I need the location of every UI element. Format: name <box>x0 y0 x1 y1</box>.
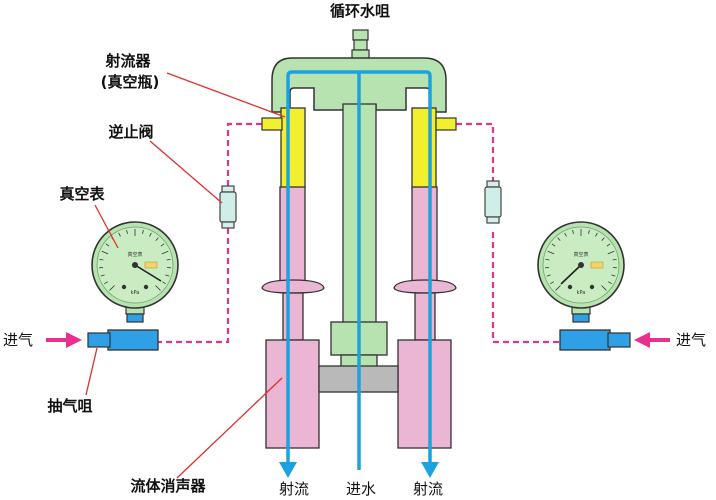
gauge-tick <box>101 250 109 255</box>
label-check-valve: 逆止阀 <box>108 123 154 141</box>
gauge-tick <box>104 281 108 285</box>
label-jet-left: 射流 <box>278 480 310 498</box>
gauge-tick <box>612 258 617 261</box>
label-fluid-silencer: 流体消声器 <box>130 477 206 495</box>
label-jet-right: 射流 <box>412 480 444 498</box>
check-valve-left <box>219 185 237 229</box>
label-ejector-sub: (真空瓶) <box>100 73 160 91</box>
gauge-tick <box>595 232 598 237</box>
gauge-tick <box>165 274 170 277</box>
gauge-tick <box>601 237 605 241</box>
gauge-tick <box>555 285 561 291</box>
gauge-tick <box>109 285 115 291</box>
gauge-tick <box>545 258 550 261</box>
gauge-tick <box>142 229 144 234</box>
vacuum-gauge-left: 真空表 kPa <box>87 221 179 351</box>
gauge-unit-right: kPa <box>577 290 586 296</box>
side-port-right <box>435 117 457 131</box>
gauge-tick <box>550 281 554 285</box>
label-water-in: 进水 <box>345 480 377 498</box>
gauge-tick <box>588 229 590 234</box>
gauge-unit-left: kPa <box>131 290 140 296</box>
gauge-tick <box>100 274 105 277</box>
air-in-arrow-left <box>46 332 82 348</box>
side-port-left <box>261 117 283 131</box>
gauge-tick <box>551 243 556 247</box>
gauge-tick <box>607 250 615 255</box>
gauge-tick <box>546 274 551 277</box>
vacuum-gauge-right: 真空表 kPa <box>537 221 631 351</box>
column-left <box>261 186 325 449</box>
leader-lines <box>85 72 286 479</box>
water-nozzle <box>351 29 370 61</box>
gauge-tick <box>557 237 561 241</box>
label-water-nozzle: 循环水咀 <box>329 2 391 20</box>
gauge-tick <box>155 237 159 241</box>
gauge-tick <box>126 229 128 234</box>
label-suction-nozzle: 抽气咀 <box>47 397 93 415</box>
flow-paths <box>286 70 432 470</box>
gauge-tick <box>611 274 616 277</box>
gauge-tick <box>149 232 152 237</box>
label-air-in-right: 进气 <box>676 331 707 349</box>
gauge-tick <box>166 258 171 261</box>
gauge-tick <box>547 250 555 255</box>
gauge-tick <box>99 258 104 261</box>
gauge-tick <box>601 285 607 291</box>
air-in-arrow-right <box>634 332 670 348</box>
gauge-tick <box>606 243 611 247</box>
gauge-face-title-left: 真空表 <box>127 251 142 258</box>
gauge-tick <box>572 229 574 234</box>
flow-arrowheads <box>279 462 439 478</box>
air-lines <box>158 122 560 344</box>
gauge-tick <box>160 243 165 247</box>
ejector-tube-left <box>280 107 306 189</box>
gauge-face-title-right: 真空表 <box>573 251 588 258</box>
column-right <box>393 186 457 449</box>
check-valve-right <box>484 180 502 224</box>
ejector-tube-right <box>411 107 437 189</box>
gauge-tick <box>564 232 567 237</box>
gauge-tick <box>105 243 110 247</box>
gauge-tick <box>608 281 612 285</box>
gauge-tick <box>161 250 169 255</box>
label-ejector: 射流器 <box>105 52 151 70</box>
label-air-in-left: 进气 <box>3 331 34 349</box>
gauge-tick <box>162 281 166 285</box>
label-vacuum-gauge: 真空表 <box>59 185 105 203</box>
gauge-tick <box>155 285 161 291</box>
gauge-tick <box>118 232 121 237</box>
